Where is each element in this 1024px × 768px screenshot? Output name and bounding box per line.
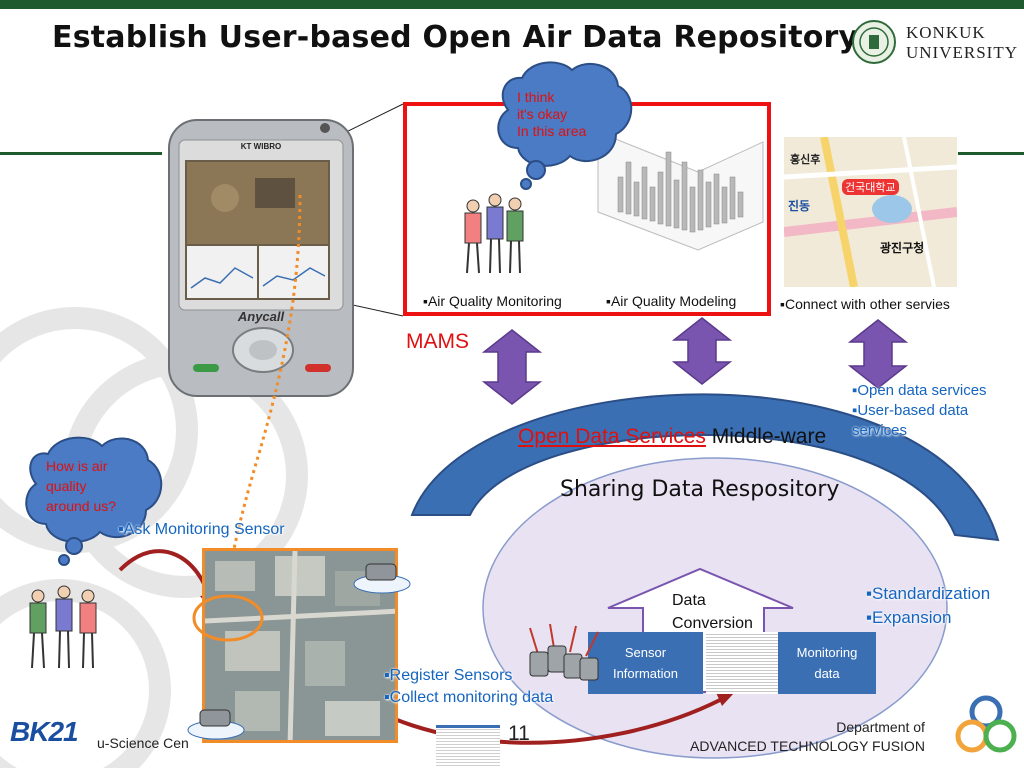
sensor-device-icon bbox=[353, 563, 411, 594]
open-data-item-3: services bbox=[852, 422, 908, 439]
map-label: 홍신후 bbox=[790, 154, 821, 166]
open-data-services-link[interactable]: Open Data Services bbox=[518, 425, 706, 448]
highlight-circle bbox=[192, 594, 264, 642]
mams-label: MAMS bbox=[406, 330, 469, 353]
map-label-area: 진동 bbox=[788, 199, 811, 213]
bubble-left-line3: around us? bbox=[46, 498, 117, 514]
phone-model: Anycall bbox=[237, 309, 285, 324]
map-roads bbox=[784, 137, 957, 287]
register-collect-list: ▪Register Sensors ▪Collect monitoring da… bbox=[384, 665, 553, 709]
map-label-university: 건국대학교 bbox=[842, 179, 899, 195]
map-thumbnail: 홍신후 건국대학교 광진구청 진동 bbox=[784, 137, 957, 287]
thought-bubble-top-text: I think it's okay In this area bbox=[517, 89, 586, 140]
data-table-thumbnail bbox=[706, 632, 778, 694]
thought-bubble-left bbox=[25, 436, 163, 566]
mobile-phone: KT WIBRO Anycall bbox=[165, 118, 357, 400]
thought-bubble-top bbox=[497, 61, 633, 190]
people-group-icon bbox=[29, 585, 97, 669]
register-sensors-label: ▪Register Sensors bbox=[384, 667, 513, 684]
department-line1: Department of bbox=[836, 719, 925, 735]
expansion-label: ▪Expansion bbox=[866, 608, 952, 627]
3d-modeling-plot bbox=[597, 132, 764, 251]
page-number: 11 bbox=[508, 722, 530, 745]
open-data-item-1: ▪Open data services bbox=[852, 382, 987, 399]
divider-left bbox=[0, 152, 162, 155]
bubble-left-line1: How is air bbox=[46, 458, 108, 474]
department-label: Department of ADVANCED TECHNOLOGY FUSION bbox=[690, 718, 925, 756]
fusion-logo-icon bbox=[955, 695, 1017, 753]
people-group-icon bbox=[464, 193, 524, 274]
university-logo: KONKUK UNIVERSITY bbox=[850, 18, 1022, 68]
slide-title: Establish User-based Open Air Data Repos… bbox=[52, 20, 859, 55]
sharing-repository-label: Sharing Data Respository bbox=[560, 477, 840, 502]
data-conversion-line2: Conversion bbox=[672, 615, 753, 632]
phone-icon bbox=[168, 119, 354, 397]
collect-monitoring-data-label: ▪Collect monitoring data bbox=[384, 689, 554, 706]
label-connect-services: ▪Connect with other servies bbox=[780, 296, 950, 312]
standardization-list: ▪Standardization ▪Expansion bbox=[866, 582, 990, 630]
u-science-center-label: u-Science Cen bbox=[97, 735, 189, 751]
thought-bubble-left-text: How is air quality around us? bbox=[46, 456, 116, 516]
department-line2: ADVANCED TECHNOLOGY FUSION bbox=[690, 738, 925, 754]
ask-monitoring-sensor-label: ▪Ask Monitoring Sensor bbox=[118, 521, 285, 538]
sensor-cluster-icon bbox=[529, 624, 599, 681]
standardization-label: ▪Standardization bbox=[866, 584, 991, 603]
bubble-top-line2: it's okay bbox=[517, 106, 568, 122]
monitoring-data-line1: Monitoring bbox=[796, 645, 858, 660]
open-data-item-2: ▪User-based data bbox=[852, 402, 969, 419]
university-name-line2: UNIVERSITY bbox=[906, 43, 1018, 62]
phone-brand: KT WIBRO bbox=[240, 142, 282, 151]
monitoring-data-line2: data bbox=[814, 666, 840, 681]
middleware-label: Open Data Services Middle-ware bbox=[518, 425, 826, 449]
arrow-mams bbox=[481, 329, 543, 405]
arrow-connect bbox=[847, 319, 909, 389]
monitoring-data-box: Monitoring data bbox=[778, 632, 876, 694]
data-table-thumbnail bbox=[436, 725, 500, 768]
map-label-district: 광진구청 bbox=[880, 241, 925, 255]
sensor-info-line2: Information bbox=[612, 666, 679, 681]
university-seal-icon bbox=[852, 20, 896, 64]
divider-right bbox=[958, 152, 1024, 155]
data-conversion-label: Data Conversion bbox=[672, 589, 753, 635]
arrow-modeling bbox=[671, 317, 733, 385]
top-bar bbox=[0, 0, 1024, 9]
bubble-top-line3: In this area bbox=[517, 123, 587, 139]
data-conversion-line1: Data bbox=[672, 592, 706, 609]
sensor-device-icon bbox=[187, 709, 245, 740]
sensor-info-line1: Sensor bbox=[624, 645, 667, 660]
middleware-text: Middle-ware bbox=[705, 425, 827, 448]
bubble-left-line2: quality bbox=[46, 478, 87, 494]
label-air-quality-monitoring: ▪Air Quality Monitoring bbox=[423, 293, 562, 309]
bk21-logo: BK21 bbox=[10, 716, 79, 747]
bubble-top-line1: I think bbox=[517, 89, 555, 105]
label-air-quality-modeling: ▪Air Quality Modeling bbox=[606, 293, 737, 309]
university-name-line1: KONKUK bbox=[906, 23, 986, 42]
sensor-information-box: Sensor Information bbox=[588, 632, 703, 694]
open-data-list: ▪Open data services ▪User-based data ser… bbox=[852, 381, 987, 441]
middleware-arc bbox=[410, 393, 1000, 542]
